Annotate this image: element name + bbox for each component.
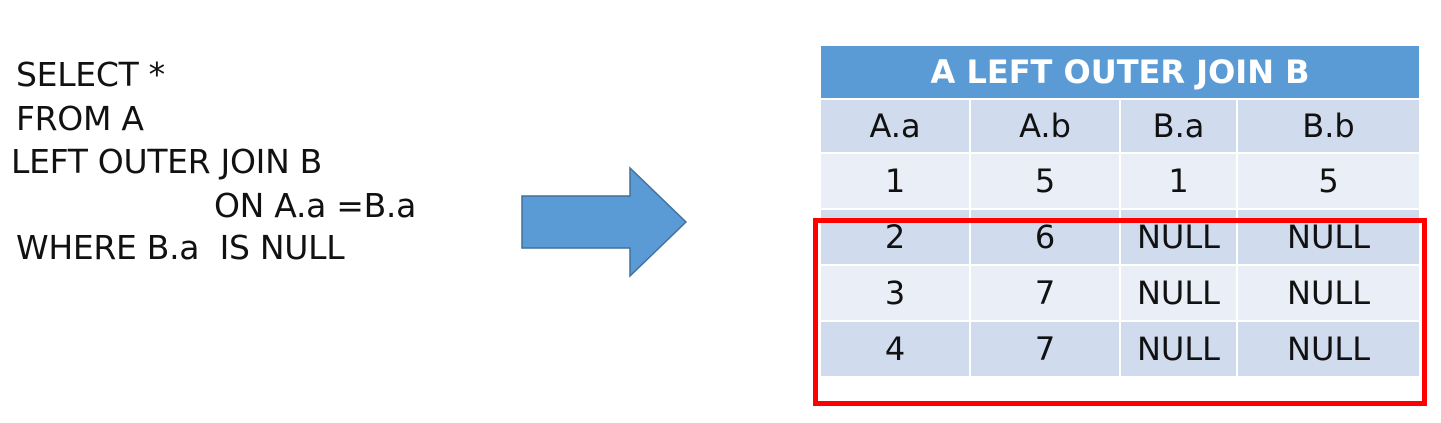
table-header-row: A.a A.b B.a B.b	[819, 98, 1422, 154]
right-arrow-icon	[521, 166, 688, 278]
table-cell: 1	[1119, 152, 1238, 210]
table-cell: NULL	[1119, 320, 1238, 378]
column-header: B.b	[1235, 98, 1422, 154]
sql-line: FROM A	[16, 99, 144, 138]
table-cell: NULL	[1235, 208, 1422, 266]
column-header: A.a	[819, 98, 971, 154]
sql-line: SELECT *	[16, 55, 165, 94]
table-row: 4 7 NULL NULL	[819, 320, 1422, 378]
table-cell: NULL	[1235, 264, 1422, 322]
column-header: A.b	[969, 98, 1121, 154]
table-title: A LEFT OUTER JOIN B	[818, 46, 1422, 100]
sql-line: WHERE B.a IS NULL	[16, 228, 345, 267]
sql-line: LEFT OUTER JOIN B	[11, 142, 322, 181]
table-cell: 5	[969, 152, 1121, 210]
column-header: B.a	[1119, 98, 1238, 154]
table-cell: 4	[819, 320, 971, 378]
table-cell: 7	[969, 264, 1121, 322]
sql-line: ON A.a =B.a	[214, 186, 417, 225]
table-row: 1 5 1 5	[819, 152, 1422, 210]
table-cell: 1	[819, 152, 971, 210]
table-cell: 5	[1235, 152, 1422, 210]
table-row: 3 7 NULL NULL	[819, 264, 1422, 322]
null-rows-highlight	[813, 218, 1427, 406]
table-cell: 7	[969, 320, 1121, 378]
table-cell: NULL	[1119, 264, 1238, 322]
table-cell: 3	[819, 264, 971, 322]
table-cell: NULL	[1235, 320, 1422, 378]
